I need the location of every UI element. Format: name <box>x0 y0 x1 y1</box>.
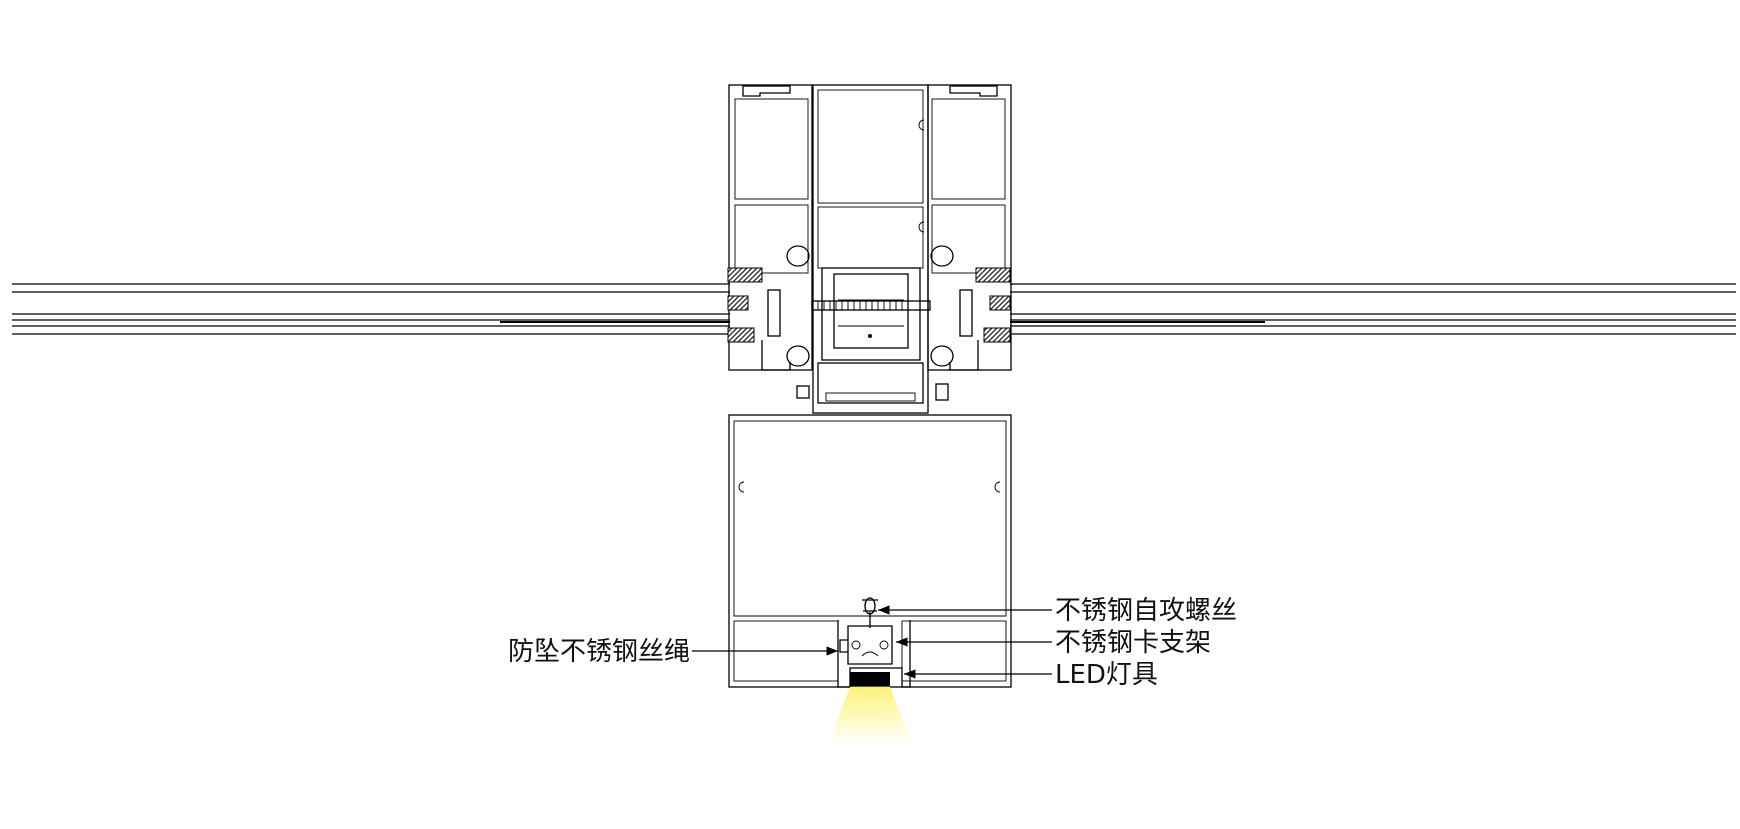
glass-panel-left <box>12 283 730 335</box>
label-stainless-screw: 不锈钢自攻螺丝 <box>1055 596 1237 626</box>
light-beam <box>828 687 912 745</box>
glass-panel-right <box>1010 283 1736 335</box>
decorative-box <box>728 414 1012 688</box>
label-led-fixture: LED灯具 <box>1055 660 1158 690</box>
mullion-frame <box>728 84 1012 414</box>
label-clip-bracket: 不锈钢卡支架 <box>1055 628 1211 658</box>
self-tapping-screw <box>862 597 878 628</box>
label-safety-rope: 防坠不锈钢丝绳 <box>508 637 690 667</box>
gaskets <box>727 245 1011 371</box>
leader-lines <box>692 605 1052 679</box>
clip-bracket <box>839 625 893 665</box>
led-fixture <box>828 672 912 745</box>
